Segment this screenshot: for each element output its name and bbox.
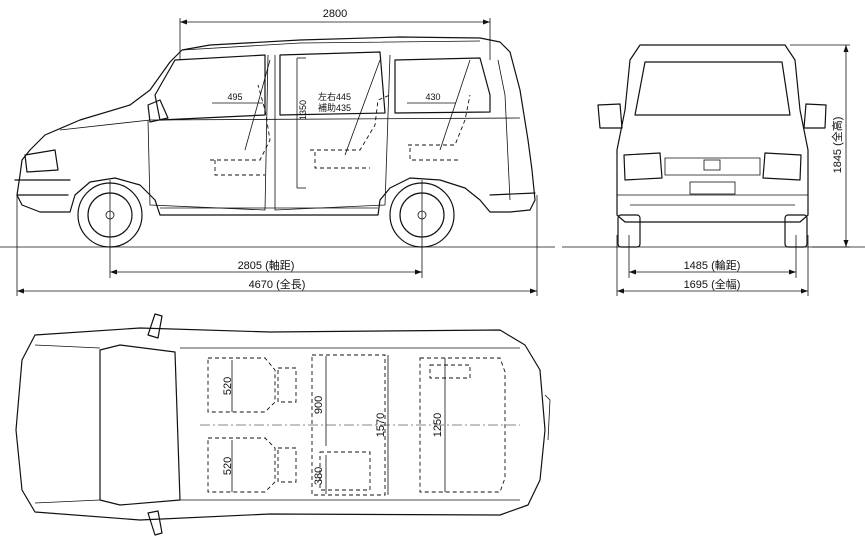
tread-label: 1485 (輪距) xyxy=(684,258,741,272)
second-row-seat-outline xyxy=(310,94,391,169)
headlight xyxy=(24,149,59,173)
top-left-mirror xyxy=(147,313,163,339)
rear-quarter-window xyxy=(394,57,491,114)
second-row-aux-label: 補助435 xyxy=(318,102,351,113)
aux-seat-width-label: 380 xyxy=(313,467,325,485)
third-row-seat-outline xyxy=(408,94,471,161)
tailgate-line xyxy=(497,59,511,201)
wheelbase-label: 2805 (軸距) xyxy=(238,258,295,272)
second-row-side-label: 左右445 xyxy=(318,91,351,102)
front-seat-width-label-2: 520 xyxy=(222,457,234,475)
overall-width-label: 1695 (全幅) xyxy=(684,277,741,291)
rear-bumper xyxy=(489,192,536,196)
second-row-width-label: 900 xyxy=(313,396,325,414)
third-row-width-label: 1250 xyxy=(432,413,444,437)
front-seat-outline xyxy=(210,84,271,176)
left-headlight xyxy=(623,152,663,181)
front-door-line xyxy=(147,54,269,211)
front-bumper xyxy=(14,179,71,196)
front-grille xyxy=(664,157,761,176)
slide-door-line xyxy=(274,54,391,211)
front-legroom-label: 495 xyxy=(227,92,242,102)
top-view: 520 520 900 380 1570 1250 xyxy=(15,313,551,536)
roof-edges xyxy=(180,347,520,501)
side-mirror xyxy=(147,99,169,123)
front-door-window xyxy=(154,54,266,121)
rear-antenna xyxy=(544,394,551,441)
aux-seat xyxy=(319,451,371,491)
windshield xyxy=(634,61,791,116)
front-body-outline xyxy=(616,44,809,223)
overall-length-label: 4670 (全長) xyxy=(249,277,306,291)
third-row-seat xyxy=(419,357,506,493)
roof-rail xyxy=(181,40,481,51)
front-view-bumper xyxy=(617,194,808,206)
interior-width-label: 1570 xyxy=(375,413,387,437)
front-seat-left xyxy=(207,357,276,413)
interior-length-label: 2800 xyxy=(323,8,347,20)
right-headlight xyxy=(762,152,802,181)
seat-reference-lines xyxy=(244,59,471,156)
top-windshield xyxy=(99,344,181,506)
license-plate xyxy=(689,181,736,195)
emblem xyxy=(703,159,721,171)
side-body-outline xyxy=(16,36,536,216)
right-mirror xyxy=(803,103,827,129)
front-seat-width-label-1: 520 xyxy=(222,377,234,395)
left-mirror xyxy=(597,103,623,129)
front-seat-right xyxy=(207,437,276,493)
rear-legroom-label: 430 xyxy=(425,92,440,102)
second-row-seat xyxy=(311,354,386,496)
front-view: 1485 (輪距) 1695 (全幅) 1845 (全高) xyxy=(562,44,865,296)
interior-height-label: 1350 xyxy=(298,100,308,120)
belt-line xyxy=(59,117,521,131)
overall-height-label: 1845 (全高) xyxy=(830,117,844,174)
top-body-outline xyxy=(15,327,546,521)
hood-lines xyxy=(34,344,101,504)
slide-door-window xyxy=(279,51,386,116)
side-view: 2800 495 430 1350 左右445 補助435 2805 (軸距) … xyxy=(0,8,555,296)
top-right-mirror xyxy=(147,510,163,536)
